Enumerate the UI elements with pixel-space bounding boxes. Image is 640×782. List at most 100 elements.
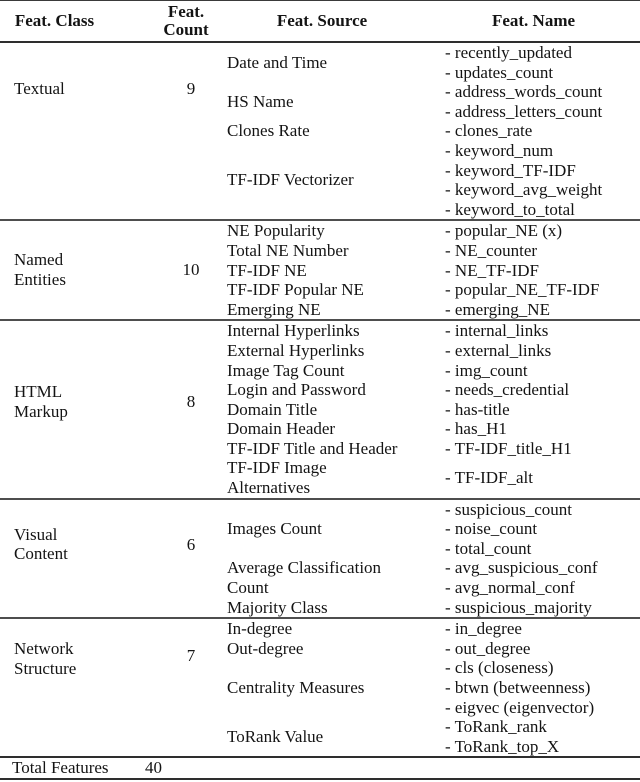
source-item: TF-IDF Vectorizer — [227, 170, 354, 190]
name-item: - out_degree — [445, 638, 531, 658]
total-features-label: Total Features — [12, 758, 109, 778]
name-item: - address_letters_count — [445, 101, 603, 121]
feat-class-cell: Textual — [14, 79, 65, 98]
name-item: - avg_suspicious_conf — [445, 558, 598, 578]
name-item: - btwn (betweenness) — [445, 678, 591, 698]
name-item: - keyword_num — [445, 140, 554, 160]
feat-count-cell: 6 — [186, 534, 196, 554]
source-item: TF-IDF Image Alternatives — [227, 458, 327, 498]
source-item: In-degree — [227, 619, 293, 639]
source-item: Total NE Number — [227, 240, 349, 260]
feat-name-cell: - internal_links- external_links- img_co… — [445, 321, 640, 497]
header-feat-source: Feat. Source — [276, 11, 368, 30]
source-item: Centrality Measures — [227, 678, 365, 698]
feat-count-cell: 8 — [186, 392, 196, 412]
source-item: TF-IDF Popular NE — [227, 280, 364, 300]
name-item: - in_degree — [445, 619, 522, 639]
source-item: Image Tag Count — [227, 360, 345, 380]
name-item: - updates_count — [445, 62, 554, 82]
feat-name-cell: - in_degree- out_degree- cls (closeness)… — [445, 619, 640, 756]
feat-class-cell: HTML Markup — [14, 382, 68, 421]
source-item: Login and Password — [227, 380, 366, 400]
source-item: Date and Time — [227, 52, 328, 72]
name-item: - ToRank_top_X — [445, 736, 560, 756]
source-item: Majority Class — [227, 597, 328, 617]
name-item: - popular_NE_TF-IDF — [445, 280, 600, 300]
feat-count-cell: 9 — [186, 79, 196, 98]
name-item: - ToRank_rank — [445, 717, 547, 737]
source-item: NE Popularity — [227, 221, 325, 241]
source-item: HS Name — [227, 91, 294, 111]
name-item: - internal_links — [445, 321, 549, 341]
top-rule — [0, 0, 640, 1]
source-item: Average Classification Count — [227, 558, 382, 598]
name-item: - suspicious_majority — [445, 597, 592, 617]
name-item: - has_H1 — [445, 419, 507, 439]
name-item: - clones_rate — [445, 121, 533, 141]
source-item: Internal Hyperlinks — [227, 321, 360, 341]
name-item: - suspicious_count — [445, 499, 573, 519]
name-item: - TF-IDF_alt — [445, 468, 533, 488]
name-item: - keyword_to_total — [445, 199, 575, 219]
feat-count-cell: 7 — [186, 646, 196, 666]
source-item: Out-degree — [227, 638, 304, 658]
name-item: - popular_NE (x) — [445, 221, 563, 241]
name-item: - emerging_NE — [445, 299, 550, 319]
total-rule — [0, 756, 640, 759]
feat-name-cell: - recently_updated- updates_count- addre… — [445, 43, 640, 219]
name-item: - NE_counter — [445, 240, 538, 260]
name-item: - NE_TF-IDF — [445, 260, 539, 280]
feat-class-cell: Network Structure — [14, 639, 77, 678]
section-divider — [0, 319, 640, 322]
name-item: - recently_updated — [445, 43, 572, 62]
table-header-row: Feat. Class Feat. Count Feat. Source Fea… — [0, 1, 640, 41]
section-divider — [0, 617, 640, 620]
feat-name-cell: - popular_NE (x)- NE_counter- NE_TF-IDF-… — [445, 221, 640, 319]
source-item: External Hyperlinks — [227, 340, 365, 360]
source-item: Domain Header — [227, 419, 336, 439]
header-feat-class: Feat. Class — [14, 11, 95, 30]
name-item: - keyword_avg_weight — [445, 180, 603, 200]
name-item: - img_count — [445, 360, 528, 380]
name-item: - TF-IDF_title_H1 — [445, 438, 572, 458]
source-item: TF-IDF NE — [227, 260, 307, 280]
name-item: - address_words_count — [445, 82, 603, 102]
name-item: - cls (closeness) — [445, 658, 554, 678]
section-divider — [0, 497, 640, 500]
source-item: TF-IDF Title and Header — [227, 438, 398, 458]
section-divider — [0, 219, 640, 222]
header-rule — [0, 41, 640, 43]
feat-class-cell: Named Entities — [14, 250, 66, 289]
source-item: Emerging NE — [227, 299, 321, 319]
source-item: Domain Title — [227, 399, 318, 419]
name-item: - needs_credential — [445, 380, 570, 400]
feat-name-cell: - suspicious_count- noise_count- total_c… — [445, 500, 640, 618]
header-feat-count: Feat. Count — [163, 2, 209, 39]
name-item: - eigvec (eigenvector) — [445, 697, 595, 717]
name-item: - avg_normal_conf — [445, 578, 575, 598]
name-item: - has-title — [445, 399, 510, 419]
total-row: Total Features 40 — [0, 758, 640, 778]
name-item: - total_count — [445, 538, 532, 558]
name-item: - noise_count — [445, 519, 538, 539]
bottom-rule — [0, 777, 640, 780]
feat-class-cell: Visual Content — [14, 524, 68, 564]
source-item: ToRank Value — [227, 727, 324, 747]
feat-count-cell: 10 — [182, 260, 200, 280]
header-feat-name: Feat. Name — [491, 11, 576, 30]
name-item: - external_links — [445, 340, 552, 360]
source-item: Clones Rate — [227, 121, 310, 141]
total-features-value: 40 — [145, 758, 162, 778]
